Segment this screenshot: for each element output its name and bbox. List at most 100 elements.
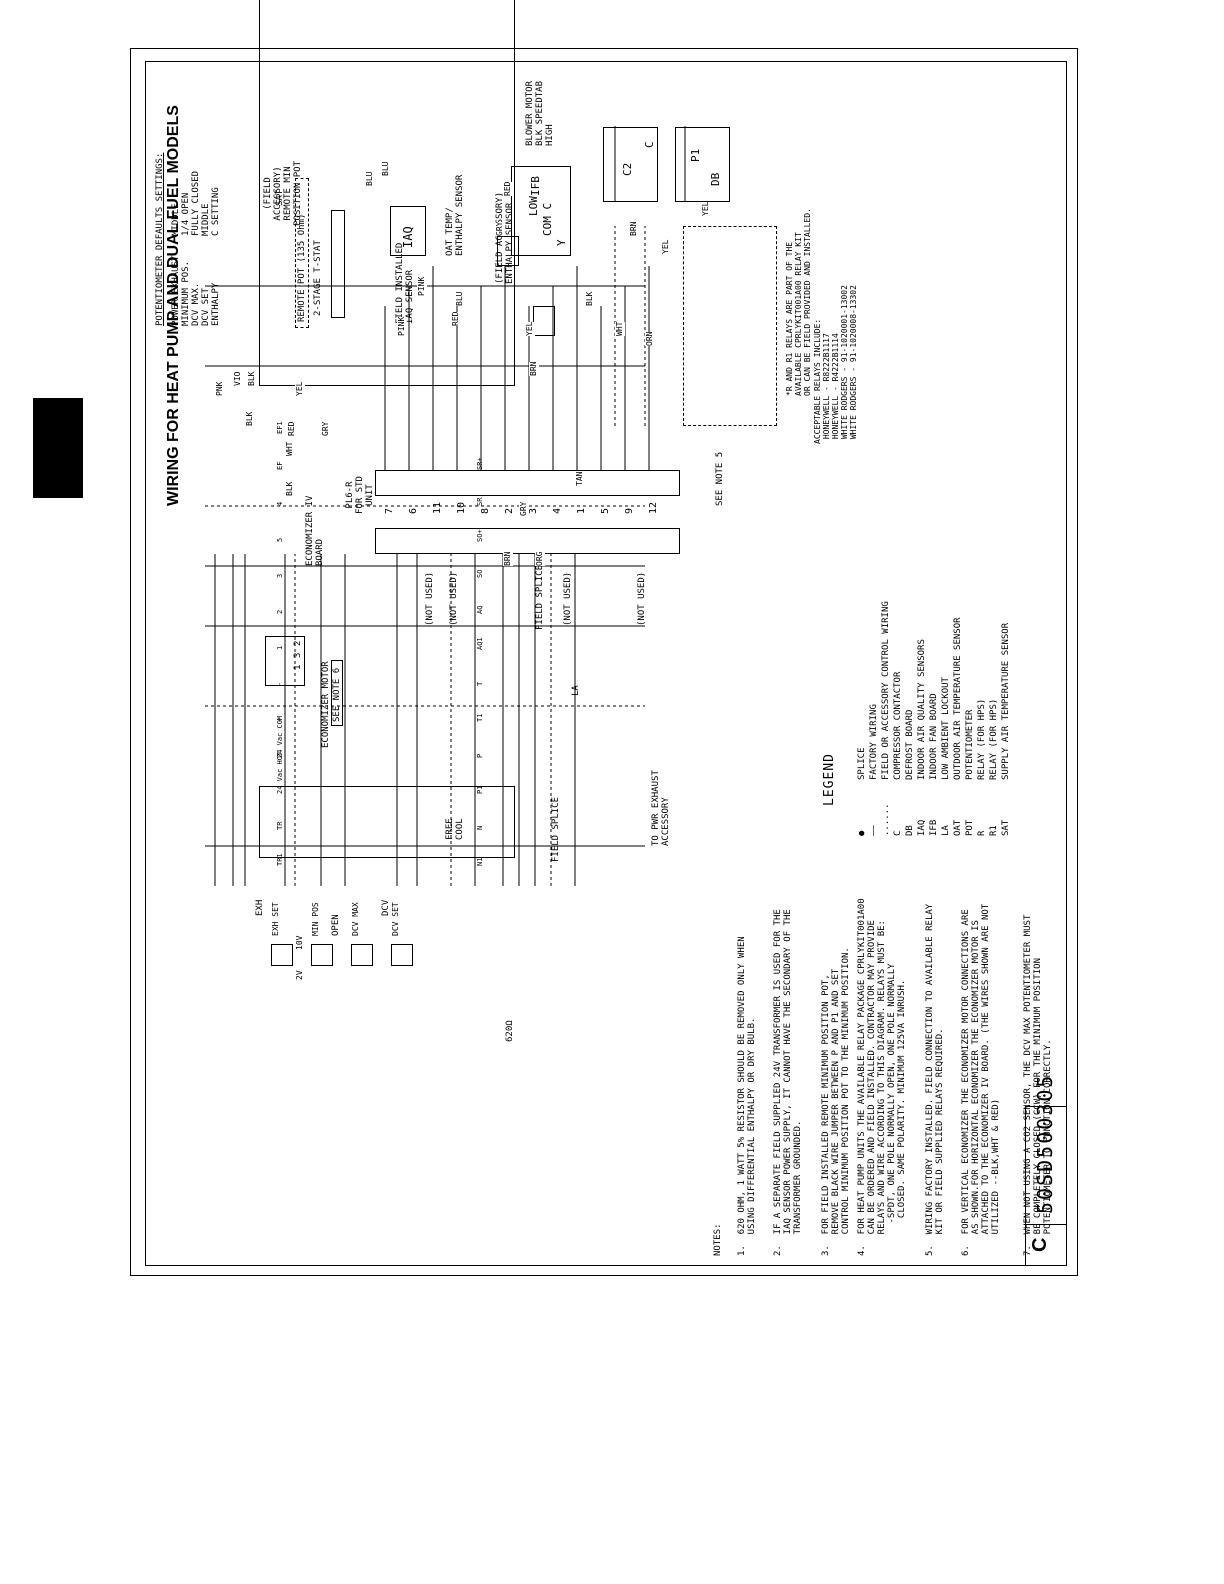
board-terminal-label: AQ1 xyxy=(476,637,484,650)
legend-item-symbol: R1 xyxy=(989,825,999,836)
wire-color-label: GRY xyxy=(519,501,529,516)
wire-color-label: BRN xyxy=(503,551,513,566)
pl6-pin-number: 7 xyxy=(384,507,395,514)
board-terminal-label: 24 Vac HOT xyxy=(276,751,284,794)
wire-color-label: RED xyxy=(287,421,297,436)
board-terminal-label: 3 xyxy=(276,573,284,578)
pot-default-value: 1/4 OPEN xyxy=(181,192,191,236)
legend-item-desc: RELAY (FOR HPS) xyxy=(977,698,987,780)
pl6-pin-number: 6 xyxy=(408,507,419,514)
board-terminal-label: 2 xyxy=(276,609,284,614)
pl6-pin-number: 5 xyxy=(600,507,611,514)
legend-item-desc: DEFROST BOARD xyxy=(905,709,915,780)
wire-color-label: TAN xyxy=(575,471,585,486)
pot-default-value: MIDDLE xyxy=(171,203,181,236)
board-terminal-label: 24 Vac COM xyxy=(276,715,284,758)
legend-item-symbol: OAT xyxy=(953,819,963,836)
pot-range-label: 2V xyxy=(295,970,304,980)
legend-item-symbol: ...... xyxy=(881,803,891,836)
wire-color-label: WHT xyxy=(615,321,625,336)
wire-color-label: BLK xyxy=(245,411,255,426)
pot-range-label: 10V xyxy=(295,935,304,950)
pot-default-name: DCV MAX. xyxy=(191,282,201,326)
board-terminal-label: 4 xyxy=(276,501,284,506)
legend-item-symbol: C xyxy=(893,830,903,836)
pl6-pin-number: 11 xyxy=(432,501,443,514)
legend-item-desc: INDOOR AIR QUALITY SENSORS xyxy=(917,639,927,780)
board-terminal-label: T1 xyxy=(476,713,484,722)
pot-default-name: MINIMUM POS. xyxy=(181,260,191,326)
wire-color-label: BRN xyxy=(629,221,639,236)
wire-color-label: PINK xyxy=(397,316,407,336)
wire-color-label: WHT xyxy=(285,441,295,456)
pot-default-name: DCV SET xyxy=(201,288,211,326)
board-terminal-label: T xyxy=(476,681,484,686)
wire-color-label: YEL xyxy=(295,381,305,396)
note-item: 1. 620 OHM, 1 WATT 5% RESISTOR SHOULD BE… xyxy=(737,936,757,1256)
wire-color-label: VIO xyxy=(233,371,243,386)
board-pot-knob xyxy=(311,944,333,966)
wiring-diagram: C 50SD500305 WIRING FOR HEAT PUMP AND DU… xyxy=(145,0,1067,1266)
pot-default-name: POWER EXHAUST xyxy=(171,255,181,326)
board-terminal-label: SR xyxy=(476,497,484,506)
motor-pin-label: 1 xyxy=(293,664,303,670)
board-terminal-label: AQ xyxy=(476,605,484,614)
wire-color-label: ORG xyxy=(535,551,545,566)
board-terminal-label: TR xyxy=(276,821,284,830)
legend-item-symbol: IFB xyxy=(929,819,939,836)
pl6-pin-number: 8 xyxy=(480,507,491,514)
legend-item-symbol: R xyxy=(977,830,987,836)
board-terminal-label: + xyxy=(276,717,284,722)
note-item: 5. WIRING FACTORY INSTALLED. FIELD CONNE… xyxy=(925,903,945,1256)
legend-item-symbol: IAQ xyxy=(917,819,927,836)
drawing-sheet-border xyxy=(130,48,1078,1276)
wire-color-label: ORN xyxy=(645,331,655,346)
wire-color-label: RED xyxy=(503,181,513,196)
legend-item-desc: FIELD OR ACCESSORY CONTROL WIRING xyxy=(881,601,891,780)
wire-color-label: RED xyxy=(451,311,461,326)
board-pot-knob xyxy=(351,944,373,966)
legend-item-desc: SUPPLY AIR TEMPERATURE SENSOR xyxy=(1001,622,1011,780)
wire-color-label: YEL xyxy=(525,321,535,336)
legend-item-symbol: POT xyxy=(965,819,975,836)
wire-color-label: YEL xyxy=(661,239,671,254)
legend-item-desc: INDOOR FAN BOARD xyxy=(929,693,939,780)
section-tab-marker xyxy=(33,398,83,498)
wire-color-label: BRN xyxy=(529,361,539,376)
board-terminal-label: P xyxy=(476,753,484,758)
board-terminal-label: 5 xyxy=(276,537,284,542)
legend-item-desc: COMPRESSOR CONTACTOR xyxy=(893,671,903,780)
board-terminal-label: TR1 xyxy=(276,853,284,866)
wire-color-label: GRY xyxy=(495,221,505,236)
wire-color-label: PINK xyxy=(417,276,427,296)
legend-item-desc: LOW AMBIENT LOCKOUT xyxy=(941,677,951,780)
motor-pin-label: 3 xyxy=(293,652,303,658)
board-terminal-label: SO xyxy=(476,569,484,578)
legend-item-symbol: DB xyxy=(905,825,915,836)
pl6-pin-number: 9 xyxy=(624,507,635,514)
wire-color-label: BLK xyxy=(285,481,295,496)
legend-item-symbol: SAT xyxy=(1001,819,1011,836)
board-pot-knob xyxy=(271,944,293,966)
board-terminal-label: SR+ xyxy=(476,457,484,470)
wire-color-label: GRY xyxy=(321,421,331,436)
wire-color-label: PNK xyxy=(215,381,225,396)
legend-item-desc: OUTDOOR AIR TEMPERATURE SENSOR xyxy=(953,617,963,780)
note-item: 6. FOR VERTICAL ECONOMIZER THE ECONOMIZE… xyxy=(961,903,1001,1256)
pl6-pin-number: 4 xyxy=(552,507,563,514)
legend-item-desc: SPLICE xyxy=(857,747,867,780)
wire-color-label: BLU xyxy=(365,171,375,186)
note-item: 4. FOR HEAT PUMP UNITS THE AVAILABLE REL… xyxy=(857,898,907,1256)
pl6-pin-number: 10 xyxy=(456,501,467,514)
board-pot-label: DCV MAX xyxy=(351,902,360,936)
legend-item-desc: FACTORY WIRING xyxy=(869,704,879,780)
pot-default-value: FULLY CLOSED xyxy=(191,170,201,236)
pot-default-value: MIDDLE xyxy=(201,203,211,236)
legend-item-desc: RELAY (FOR HPS) xyxy=(989,698,999,780)
board-pot-label: MIN POS xyxy=(311,902,320,936)
pl6-pin-number: 1 xyxy=(576,507,587,514)
pl6-pin-number: 3 xyxy=(528,507,539,514)
board-terminal-label: EF1 xyxy=(276,421,284,434)
wire-color-label: YEL xyxy=(701,201,711,216)
pl6-pin-number: 12 xyxy=(648,501,659,514)
